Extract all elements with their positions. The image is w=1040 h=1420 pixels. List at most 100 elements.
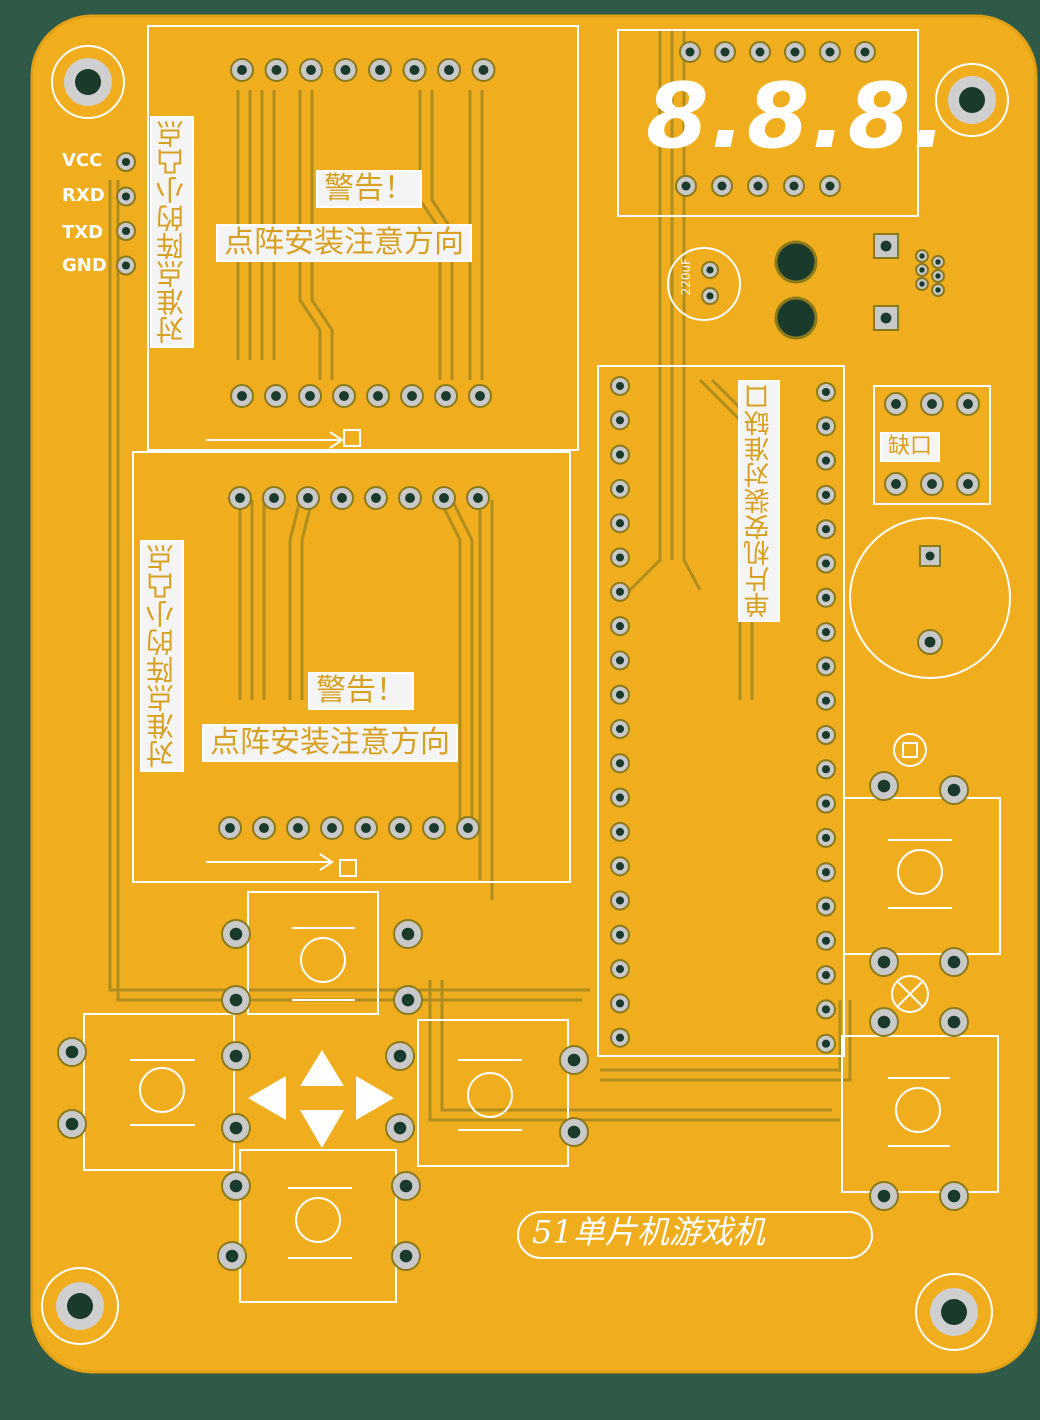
button-pad-hole <box>399 1249 413 1263</box>
segment-pad-hole <box>789 181 799 191</box>
button-pad-hole <box>947 1189 961 1203</box>
matrix-pad-hole <box>375 65 385 75</box>
align-text-bottom: 对准点阵的小凸点 <box>140 540 184 772</box>
button-pad-hole <box>229 927 243 941</box>
serial-pad-hole <box>121 192 131 201</box>
mcu-pad-hole <box>615 724 625 734</box>
cap-pad-hole <box>706 266 714 274</box>
mcu-pad-hole <box>821 490 831 499</box>
mcu-pad-hole <box>615 484 625 493</box>
mcu-pad-hole <box>615 827 625 836</box>
matrix-pad-hole <box>235 493 245 503</box>
mcu-pad-hole <box>821 662 831 671</box>
mcu-pad-hole <box>821 936 831 945</box>
mcu-pad-hole <box>821 559 831 568</box>
mcu-pad-hole <box>615 622 625 631</box>
matrix-pad-hole <box>463 823 473 833</box>
segment-pad-hole <box>717 181 727 191</box>
matrix-pad-hole <box>444 65 454 75</box>
jumper-pad-hole <box>927 399 937 409</box>
mcu-pad-hole <box>615 793 625 802</box>
mcu-pad-hole <box>821 593 831 602</box>
mcu-pad-hole <box>615 1033 625 1042</box>
matrix-pad-hole <box>259 823 269 833</box>
mcu-pad-hole <box>821 456 831 465</box>
button-pad-hole <box>947 955 961 969</box>
mcu-pad-hole <box>615 999 625 1008</box>
matrix-pad-hole <box>405 493 415 503</box>
usb-pad-hole <box>919 281 925 287</box>
mcu-pad-hole <box>821 628 831 637</box>
button-pad-hole <box>393 1121 407 1135</box>
mcu-pad-hole <box>821 799 831 808</box>
button-pad-hole <box>567 1125 581 1139</box>
button-pad-hole <box>229 1179 243 1193</box>
mcu-pad-hole <box>615 656 625 665</box>
mcu-pad-hole <box>615 862 625 871</box>
jumper-pad-hole <box>927 479 937 489</box>
usb-pad-hole <box>935 259 941 265</box>
matrix-pad-hole <box>371 493 381 503</box>
matrix-pad-hole <box>373 391 383 401</box>
pcb-board <box>30 14 1038 1374</box>
jumper-pad-hole <box>891 399 901 409</box>
matrix-pad-hole <box>478 65 489 75</box>
mcu-pad-hole <box>821 730 831 740</box>
segment-pad-hole <box>720 47 730 57</box>
mcu-pad-hole <box>821 525 831 534</box>
mcu-orientation-text: 单片机安装对准缺口 <box>738 380 780 622</box>
usb-pad-hole <box>919 267 925 273</box>
segment-pad-hole <box>753 181 763 191</box>
matrix-pad-hole <box>409 65 420 75</box>
matrix-pad-hole <box>293 823 303 833</box>
button-pad-hole <box>947 1015 961 1029</box>
mcu-pad-hole <box>821 868 831 877</box>
warning-text-top: 点阵安装注意方向 <box>216 224 472 262</box>
mcu-pad-hole <box>821 971 831 980</box>
usb-pad-hole <box>919 253 925 259</box>
usb-pad-hole <box>880 312 892 324</box>
button-pad-hole <box>401 993 415 1007</box>
jumper-pad-hole <box>963 479 973 489</box>
matrix-pad-hole <box>305 391 315 401</box>
align-text-top: 对准点阵的小凸点 <box>150 116 194 348</box>
matrix-pad-hole <box>225 823 235 833</box>
mcu-pad-hole <box>615 587 625 596</box>
mcu-pad-hole <box>821 765 831 774</box>
header-label-vcc: VCC <box>62 150 103 171</box>
matrix-pad-hole <box>237 65 247 75</box>
jumper-pad-hole <box>891 479 901 489</box>
segment-pad-hole <box>860 47 870 57</box>
segment-pad-hole <box>825 181 835 191</box>
matrix-pad-hole <box>361 823 371 833</box>
matrix-pad-hole <box>237 391 247 401</box>
copper-traces <box>108 30 852 1122</box>
matrix-pad-hole <box>441 391 451 401</box>
segment-pad-hole <box>825 47 835 57</box>
cap-pad-hole <box>925 551 935 561</box>
dpad-arrows <box>248 1050 394 1148</box>
serial-pad-hole <box>121 261 131 270</box>
button-pad-hole <box>65 1117 79 1131</box>
mcu-pad-hole <box>615 690 625 699</box>
matrix-pad-hole <box>473 493 483 503</box>
matrix-pad-hole <box>339 391 349 401</box>
header-label-txd: TXD <box>62 222 104 243</box>
button-pad-hole <box>947 783 961 797</box>
warning-title-bottom: 警告！ <box>308 672 414 710</box>
button-pad-hole <box>567 1053 581 1067</box>
button-pad-hole <box>877 1015 891 1029</box>
matrix-pad-hole <box>439 493 449 503</box>
segment-pad-hole <box>685 47 695 57</box>
jumper-pad-hole <box>963 399 973 409</box>
button-pad-hole <box>65 1045 79 1059</box>
header-label-rxd: RXD <box>62 185 105 206</box>
matrix-pad-hole <box>271 65 282 75</box>
mcu-pad-hole <box>615 896 625 905</box>
mcu-pad-hole <box>821 387 831 397</box>
warning-text-bottom: 点阵安装注意方向 <box>202 724 458 762</box>
usb-pad-hole <box>880 240 892 252</box>
brand-label: 51单片机游戏机 <box>532 1213 765 1251</box>
mcu-pad-hole <box>615 416 625 425</box>
